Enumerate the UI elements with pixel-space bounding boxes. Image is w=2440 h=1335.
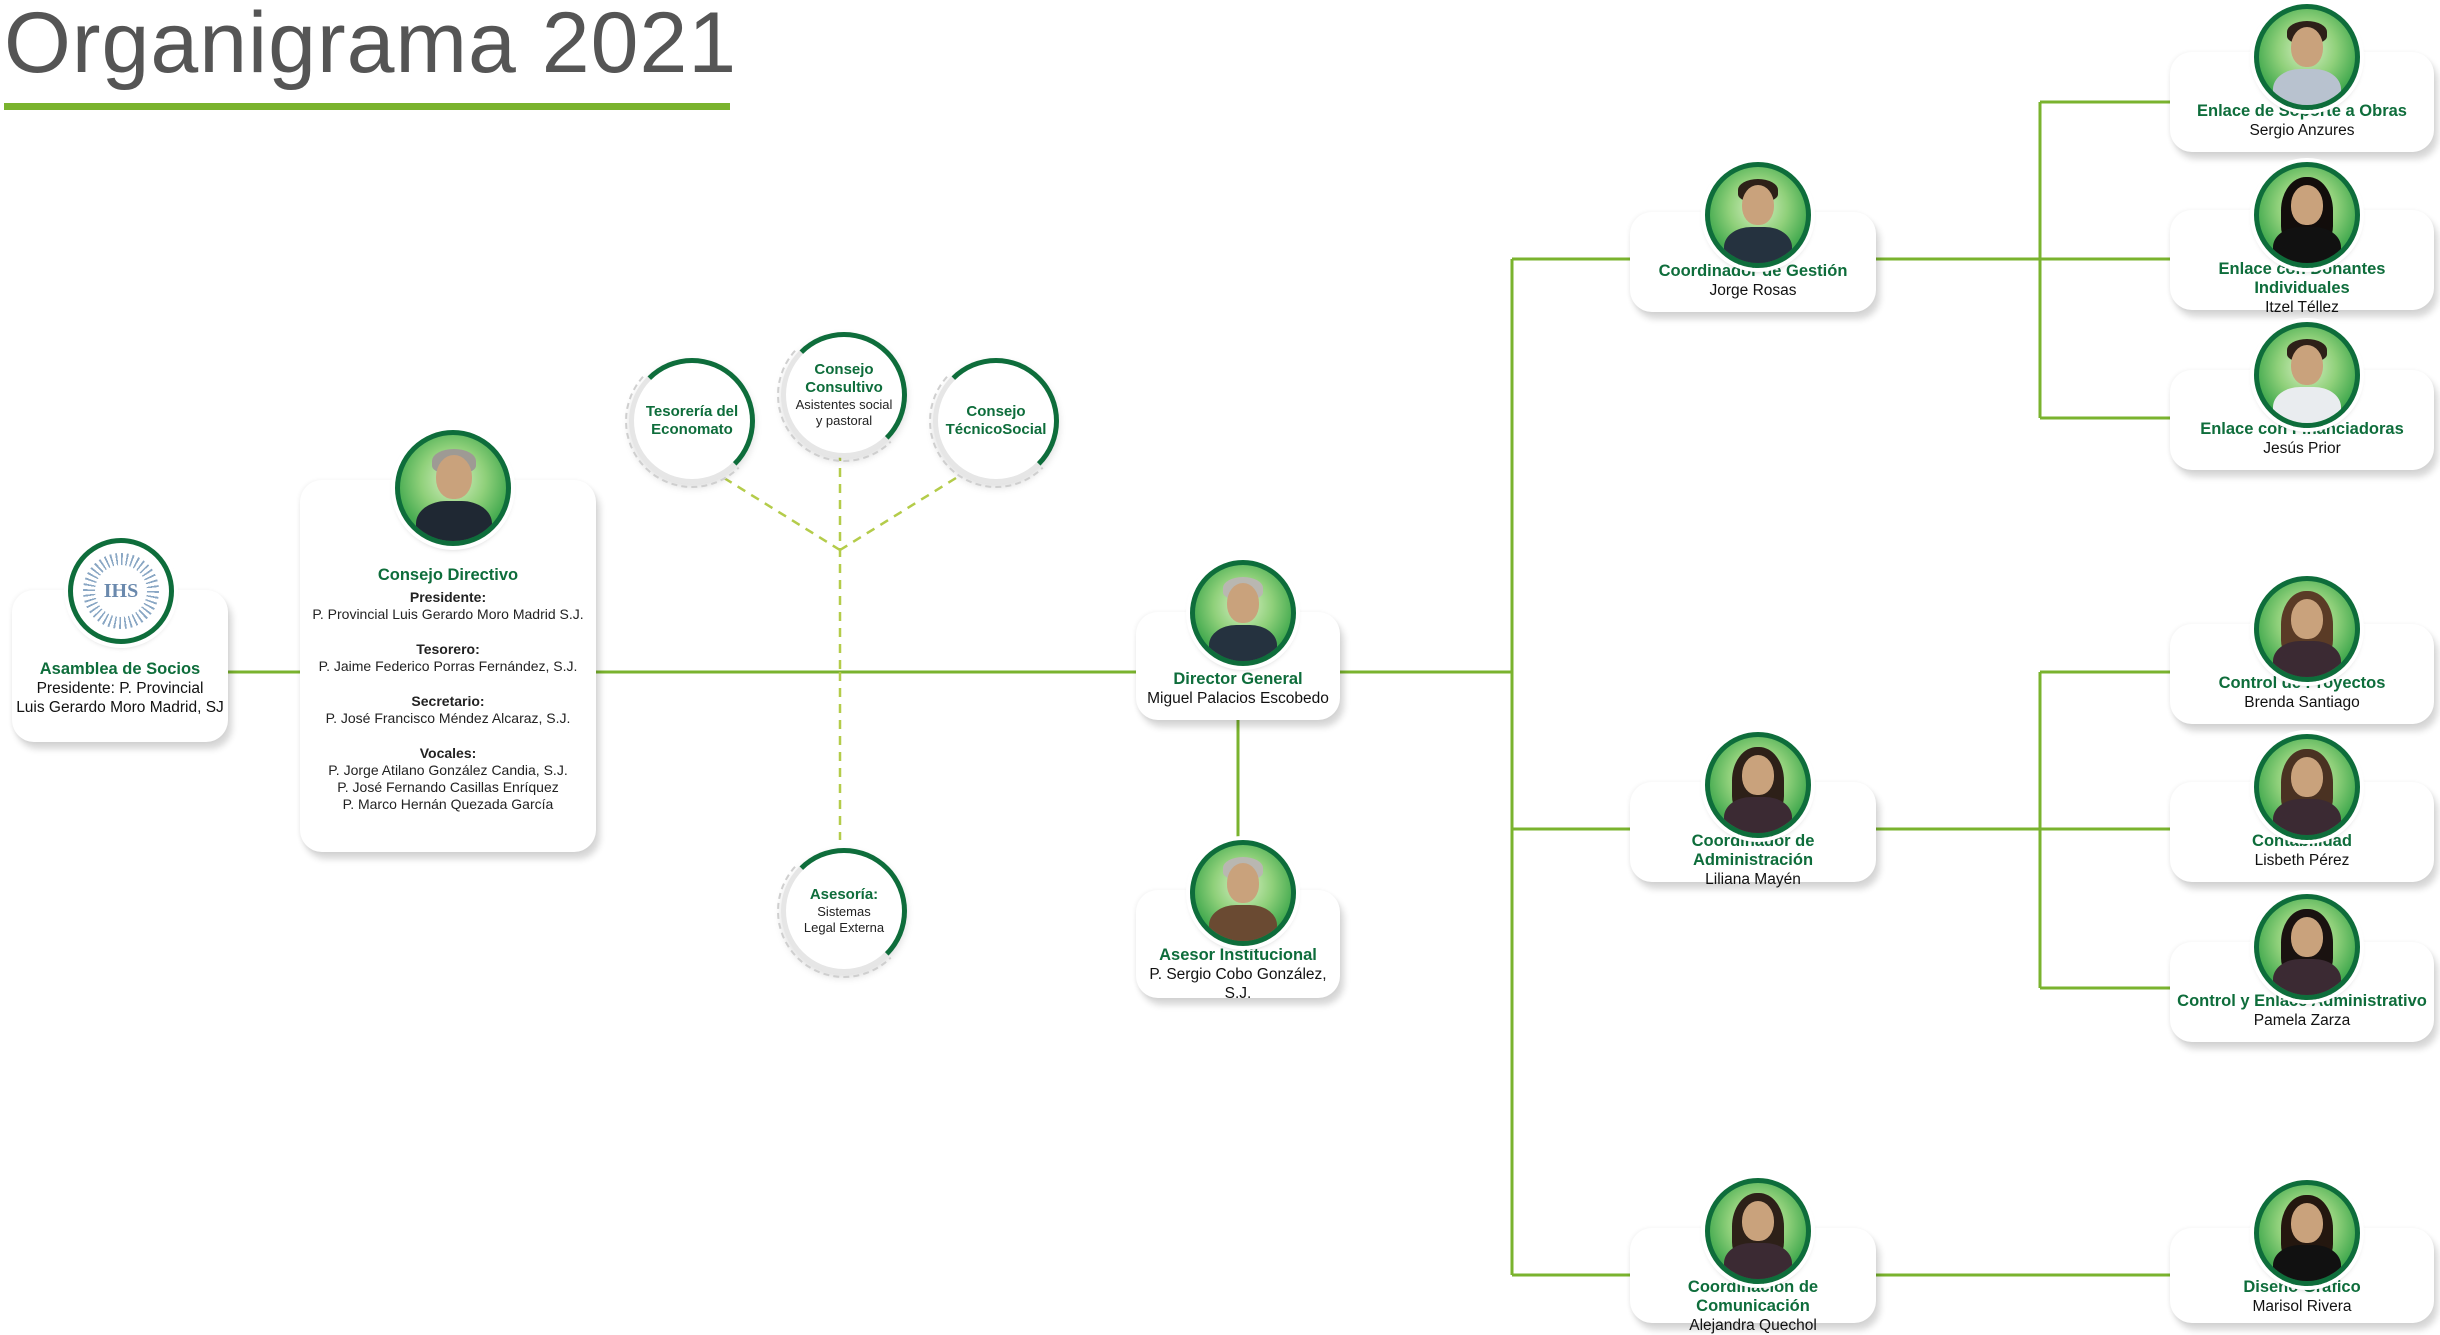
coord-com-avatar [1705,1178,1811,1284]
contabilidad-name: Lisbeth Pérez [2254,852,2350,869]
enlace-financiadoras-avatar [2254,322,2360,428]
asesoria-circle: Asesoría: Sistemas Legal Externa [777,844,911,978]
consultivo-sub2: y pastoral [815,413,873,428]
director-role: Director General [1173,670,1303,688]
vocales-label: Vocales: [419,745,477,761]
enlace-obras-name: Sergio Anzures [2249,122,2355,139]
control-proyectos-name: Brenda Santiago [2244,694,2360,711]
coord-com-name: Alejandra Quechol [1689,1317,1817,1334]
enlace-financiadoras-name: Jesús Prior [2263,440,2341,457]
title-underline [4,103,730,110]
consultivo-line1: Consejo [814,361,874,378]
coord-gestion-name: Jorge Rosas [1709,282,1797,299]
tesoreria-line1: Tesorería del [645,403,739,420]
director-card: Director General Miguel Palacios Escobed… [1136,612,1340,720]
asesoria-sub2: Legal Externa [803,920,885,935]
consultivo-sub1: Asistentes social [795,397,893,412]
control-proyectos-role: Control de Proyectos [2218,674,2386,692]
asesoria-sub1: Sistemas [817,904,871,919]
tecnico-circle: Consejo TécnicoSocial [929,354,1063,488]
tecnico-line2: TécnicoSocial [945,421,1047,438]
coord-gestion-role: Coordinador de Gestión [1658,262,1848,280]
vocal-item: P. Marco Hernán Quezada García [342,796,554,812]
coord-admin-name: Liliana Mayén [1705,871,1801,888]
tecnico-line1: Consejo [966,403,1026,420]
coord-admin-role: Coordinador de Administración [1691,832,1815,869]
enlace-donantes-name: Itzel Téllez [2265,299,2339,316]
vocal-item: P. José Fernando Casillas Enríquez [337,779,559,795]
tesorero-name: P. Jaime Federico Porras Fernández, S.J. [318,658,578,674]
asamblea-role: Asamblea de Socios [39,660,201,678]
dashed-tecnico [839,476,957,552]
tesorero-label: Tesorero: [416,641,480,657]
enlace-financiadoras-role: Enlace con Financiadoras [2200,420,2404,438]
ihs-seal-icon: IHS [68,538,174,644]
enlace-obras-role: Enlace de Soporte a Obras [2197,102,2407,120]
control-enlace-role: Control y Enlace Administrativo [2177,992,2427,1010]
ihs-logo-text: IHS [95,565,147,617]
dashed-tesoreria [723,476,841,552]
presidente-name: P. Provincial Luis Gerardo Moro Madrid S… [312,606,584,622]
coord-gestion-avatar [1705,162,1811,268]
control-proyectos-avatar [2254,576,2360,682]
tesoreria-line2: Economato [651,421,733,438]
asesor-name: P. Sergio Cobo González, S.J. [1149,966,1327,1002]
asesor-role: Asesor Institucional [1159,946,1317,964]
enlace-obras-avatar [2254,4,2360,110]
contabilidad-role: Contabilidad [2252,832,2352,850]
asamblea-line1: Presidente: P. Provincial [36,680,204,697]
page-title: Organigrama 2021 [4,0,738,91]
tesoreria-circle: Tesorería del Economato [625,354,759,488]
secretario-label: Secretario: [411,693,485,709]
diseno-avatar [2254,1180,2360,1286]
vocal-item: P. Jorge Atilano González Candia, S.J. [328,762,568,778]
asesor-avatar [1190,840,1296,946]
contabilidad-avatar [2254,734,2360,840]
director-name: Miguel Palacios Escobedo [1147,690,1329,707]
diseno-name: Marisol Rivera [2252,1298,2352,1315]
asamblea-line2: Luis Gerardo Moro Madrid, SJ [16,699,224,716]
presidente-label: Presidente: [409,589,487,605]
consejo-avatar [395,430,511,546]
coord-admin-avatar [1705,732,1811,838]
director-avatar [1190,560,1296,666]
consultivo-line2: Consultivo [805,379,883,396]
asesoria-role: Asesoría: [809,886,879,903]
consultivo-circle: Consejo Consultivo Asistentes social y p… [777,328,911,462]
secretario-name: P. José Francisco Méndez Alcaraz, S.J. [325,710,571,726]
asesor-card: Asesor Institucional P. Sergio Cobo Gonz… [1136,890,1340,1002]
control-enlace-name: Pamela Zarza [2253,1012,2351,1029]
enlace-donantes-role: Enlace con Donantes Individuales [2218,260,2386,297]
coord-com-role: Coordinación de Comunicación [1687,1278,1819,1315]
control-enlace-avatar [2254,894,2360,1000]
diseno-role: Diseño Gráfico [2243,1278,2361,1296]
enlace-donantes-avatar [2254,162,2360,268]
consejo-role: Consejo Directivo [377,566,519,584]
